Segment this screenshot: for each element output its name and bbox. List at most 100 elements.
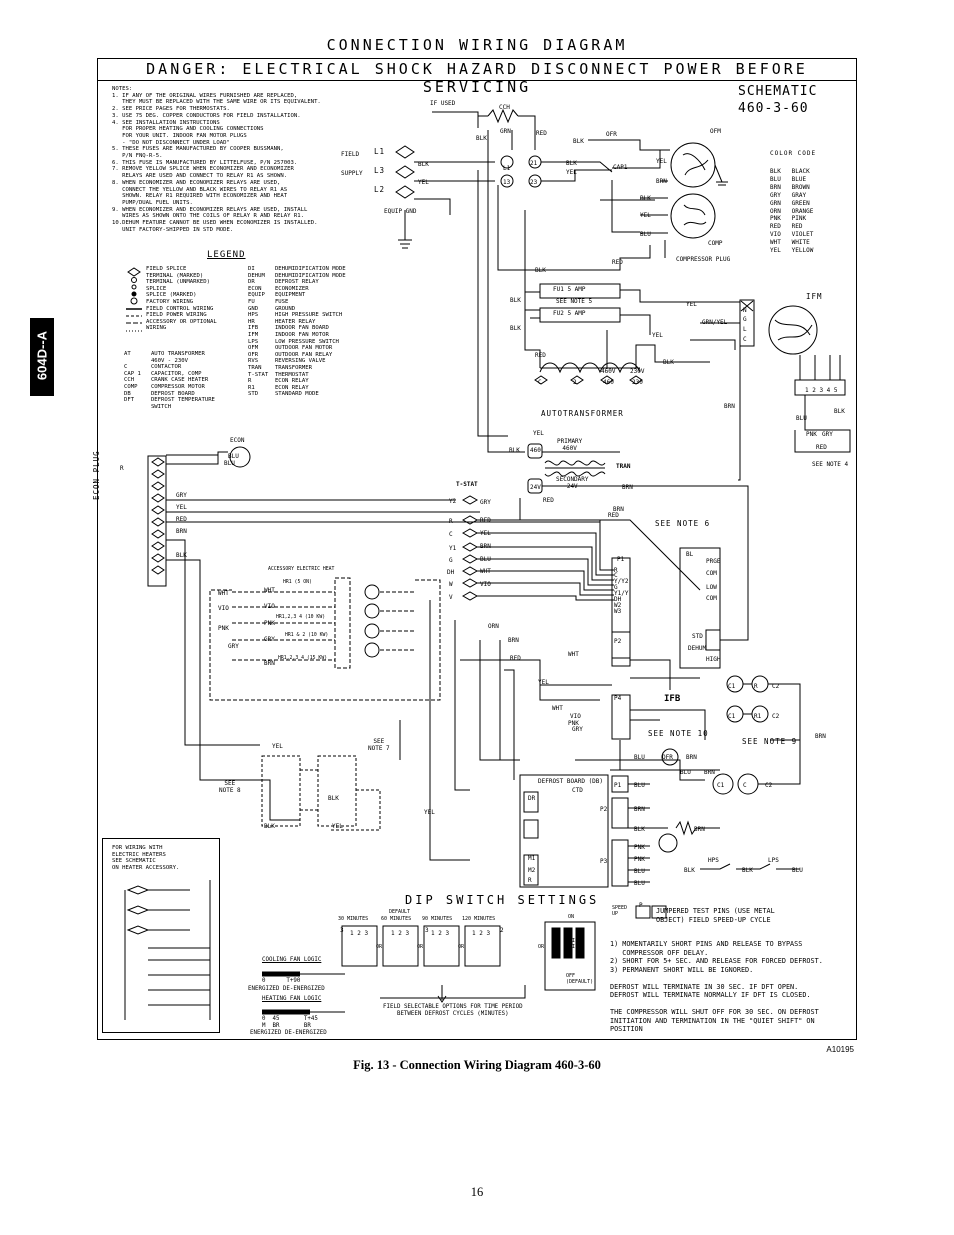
svg-text:RED: RED: [816, 444, 827, 451]
label-if-used: IF USED: [430, 100, 456, 107]
svg-text:W2: W2: [614, 602, 622, 609]
svg-text:BRN: BRN: [634, 806, 645, 813]
svg-text:VIO: VIO: [570, 713, 581, 720]
svg-text:P1: P1: [614, 782, 622, 789]
svg-text:BLU: BLU: [634, 880, 645, 887]
label-cap1: CAP1: [613, 164, 628, 171]
label-hr1-5: HR1 (5 ON): [283, 580, 312, 585]
notes-block: NOTES: 1. IF ANY OF THE ORIGINAL WIRES F…: [112, 86, 321, 233]
svg-text:C2: C2: [765, 782, 773, 789]
label-l3: L3: [374, 166, 386, 175]
svg-text:BLU: BLU: [634, 782, 645, 789]
svg-text:BLK: BLK: [418, 161, 429, 168]
svg-text:R: R: [754, 683, 758, 690]
svg-text:R: R: [614, 567, 618, 574]
svg-text:YEL: YEL: [533, 430, 544, 437]
svg-text:BLK: BLK: [510, 297, 521, 304]
line-voltage-wiring: [395, 108, 728, 453]
svg-text:VIO: VIO: [480, 581, 491, 588]
svg-text:BLK: BLK: [176, 552, 187, 559]
svg-text:BRN: BRN: [176, 528, 187, 535]
label-fu1: FU1 5 AMP: [553, 286, 586, 293]
speedup-pins: [635, 905, 667, 919]
svg-text:C: C: [743, 782, 747, 789]
diagram-title: CONNECTION WIRING DIAGRAM: [326, 36, 628, 54]
svg-text:C: C: [538, 379, 542, 386]
svg-text:Y1: Y1: [449, 545, 457, 552]
label-low: LOW: [706, 584, 717, 591]
dip-on-label: ON: [568, 914, 575, 920]
svg-text:PNK: PNK: [264, 620, 275, 627]
svg-text:BLK: BLK: [510, 325, 521, 332]
label-lps: LPS: [768, 857, 779, 864]
svg-text:GRY: GRY: [176, 492, 187, 499]
svg-text:BRN: BRN: [815, 733, 826, 740]
svg-text:PNK: PNK: [218, 625, 229, 632]
label-dehum: DEHUM: [688, 645, 707, 652]
svg-text:BRN: BRN: [724, 403, 735, 410]
label-autotransformer: AUTOTRANSFORMER: [541, 409, 624, 418]
svg-text:BLK: BLK: [640, 195, 651, 202]
dip-or-3: OR: [458, 944, 465, 950]
svg-text:BLK: BLK: [684, 867, 695, 874]
svg-text:BLK: BLK: [264, 823, 275, 830]
danger-banner: DANGER: ELECTRICAL SHOCK HAZARD DISCONNE…: [146, 60, 808, 96]
ifm-motor: [680, 299, 851, 481]
heating-fan-logic-title: HEATING FAN LOGIC: [262, 996, 322, 1002]
dip-or-2: OR: [417, 944, 424, 950]
svg-text:PNK: PNK: [806, 431, 817, 438]
diagram-frame: [97, 58, 857, 1040]
label-high: HIGH: [706, 656, 721, 663]
svg-text:BLU: BLU: [480, 556, 491, 563]
svg-text:BRN: BRN: [704, 769, 715, 776]
dip-or-4: OR: [538, 944, 545, 950]
svg-text:2: 2: [573, 379, 577, 386]
svg-text:460: 460: [603, 379, 614, 386]
svg-text:BRN: BRN: [694, 826, 705, 833]
svg-text:P2: P2: [600, 806, 608, 813]
svg-text:Y2: Y2: [449, 498, 457, 505]
svg-text:230V: 230V: [630, 368, 645, 375]
label-econ: ECON: [230, 437, 245, 444]
heating-fan-logic-sub: M BR BR: [262, 1023, 311, 1029]
svg-text:N: N: [743, 307, 747, 314]
label-primary: PRIMARY 460V: [557, 438, 583, 452]
svg-text:R: R: [120, 465, 124, 472]
label-see-note7: SEE NOTE 7: [368, 738, 390, 752]
svg-text:YEL: YEL: [480, 530, 491, 537]
legend-symbols: FIELD SPLICE TERMINAL (MARKED) TERMINAL …: [146, 266, 217, 332]
svg-text:P2: P2: [614, 638, 622, 645]
label-field: FIELD: [341, 151, 360, 158]
speedup-description: JUMPERED TEST PINS (USE METAL OBJECT) FI…: [656, 907, 775, 924]
svg-text:YEL: YEL: [640, 212, 651, 219]
label-supply: SUPPLY: [341, 170, 363, 177]
svg-text:WHT: WHT: [218, 590, 229, 597]
svg-text:P1: P1: [617, 556, 625, 563]
label-cch: CCH: [499, 104, 510, 111]
label-ofr-relay: OFR: [662, 754, 673, 761]
svg-text:BLK: BLK: [834, 408, 845, 415]
svg-text:BLU: BLU: [680, 769, 691, 776]
svg-text:BLU: BLU: [796, 415, 807, 422]
label-compressor-plug: COMPRESSOR PLUG: [676, 256, 731, 263]
svg-text:W: W: [449, 581, 453, 588]
dip-switches: [341, 921, 596, 1003]
svg-text:WHT: WHT: [568, 651, 579, 658]
label-hr1234-15: HR1,2,3 4 (15 KW): [278, 656, 328, 661]
fuse-block: [524, 283, 680, 368]
svg-text:BLU: BLU: [228, 453, 239, 460]
dip-or-1: OR: [376, 944, 383, 950]
svg-text:GRN/YEL: GRN/YEL: [702, 319, 728, 326]
svg-text:PNK: PNK: [634, 844, 645, 851]
svg-text:BRN: BRN: [613, 506, 624, 513]
svg-text:WHT: WHT: [552, 705, 563, 712]
svg-text:BLK: BLK: [573, 138, 584, 145]
svg-text:WHT: WHT: [480, 568, 491, 575]
svg-text:RED: RED: [608, 512, 619, 519]
svg-text:Y/Y2: Y/Y2: [614, 578, 629, 585]
econ-plug: [147, 446, 600, 821]
label-see-note10: SEE NOTE 10: [648, 729, 709, 738]
svg-text:GRY: GRY: [572, 726, 583, 733]
thermostat-terminals: [461, 495, 614, 601]
